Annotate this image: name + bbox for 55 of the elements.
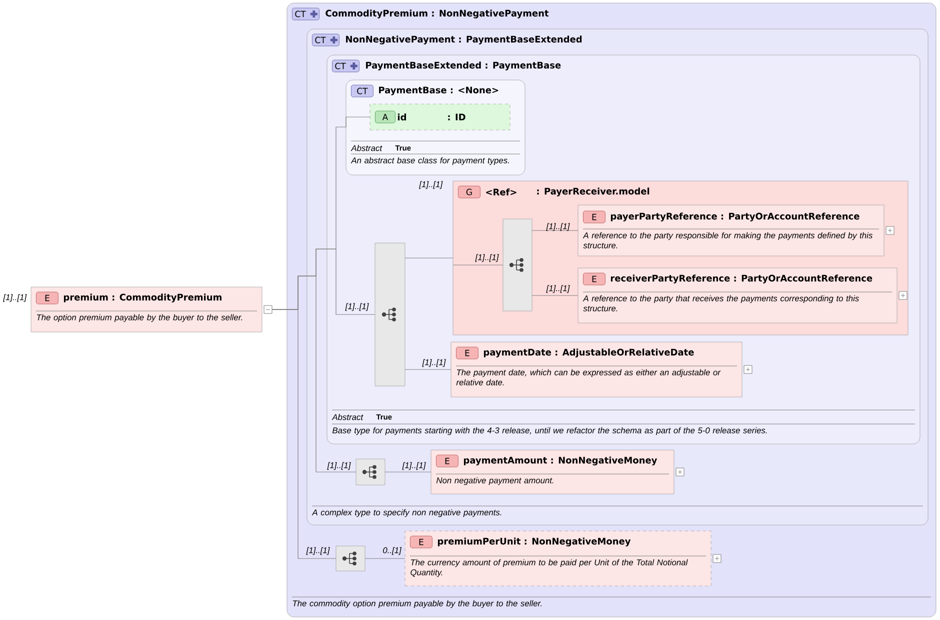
type-badge: CT (312, 34, 340, 46)
edge-label: [1]..[1] (327, 462, 351, 470)
heading: <Ref> (486, 188, 516, 196)
heading: payerPartyReference : PartyOrAccountReference (610, 212, 860, 222)
multiplicity-label: [1]..[1] (419, 181, 443, 189)
type-badge: G (458, 186, 480, 198)
connector-line (532, 230, 578, 231)
property-label: Abstract (332, 414, 364, 420)
connector-line (532, 295, 578, 296)
description: An abstract base class for payment types. (350, 157, 509, 166)
heading: : PayerReceiver.model (537, 188, 650, 196)
edge-label: [1]..[1] (546, 223, 570, 231)
type-badge: CT (351, 84, 374, 98)
edge-label: [1]..[1] (345, 303, 369, 311)
type-badge: E (583, 210, 606, 224)
type-badge: E (583, 272, 606, 286)
type-badge: E (36, 292, 58, 304)
heading: paymentAmount : NonNegativeMoney (464, 456, 658, 466)
type-badge: CT (292, 8, 320, 20)
description: Base type for payments starting with the 4-3 release, until we refactor the schema as part of the 5-0 release series. (332, 427, 767, 436)
type-badge: E (410, 536, 432, 548)
edge-label: [1]..[1] (546, 285, 570, 293)
heading: receiverPartyReference : PartyOrAccountReference (610, 274, 872, 284)
connector-line (272, 309, 336, 559)
description: The payment date, which can be expressed as either an adjustable or relative date. (456, 369, 721, 386)
description: A reference to the party responsible for making the payments defined by this structure. (582, 232, 872, 248)
heading: : ID (448, 114, 466, 120)
heading: premiumPerUnit : NonNegativeMoney (438, 538, 631, 546)
connector-line (452, 264, 504, 266)
property-label: Abstract (350, 144, 382, 152)
connector-line (404, 369, 452, 370)
heading: premium : CommodityPremium (64, 294, 222, 302)
heading: paymentDate : AdjustableOrRelativeDate (484, 348, 694, 358)
description: Non negative payment amount. (436, 477, 554, 486)
type-badge: CT (332, 60, 360, 72)
heading: PaymentBase : <None> (379, 86, 498, 96)
multiplicity-label: [1]..[1] (3, 294, 27, 302)
heading: PaymentBaseExtended : PaymentBase (366, 62, 561, 70)
edge-label: [1]..[1] (306, 547, 330, 555)
type-badge: E (456, 346, 478, 360)
description: The option premium payable by the buyer to the seller. (36, 314, 242, 322)
edge-label: 0..[1] (383, 547, 402, 555)
connector-line (364, 558, 406, 559)
edge-label: [1]..[1] (402, 462, 426, 470)
description: The commodity option premium payable by the buyer to the seller. (292, 600, 542, 608)
description: A reference to the party that receives the payments corresponding to this structure. (582, 295, 859, 312)
type-badge: A (375, 110, 396, 124)
heading: NonNegativePayment : PaymentBaseExtended (346, 36, 582, 44)
heading: CommodityPremium : NonNegativePayment (326, 10, 549, 18)
edge-label: [1]..[1] (475, 254, 499, 262)
description: A complex type to specify non negative payments. (312, 509, 502, 518)
description: The currency amount of premium to be paid per Unit of the Total Notional Quantity. (410, 559, 688, 578)
type-badge: E (436, 454, 458, 468)
edge-label: [1]..[1] (422, 359, 446, 367)
heading: id (398, 114, 406, 120)
